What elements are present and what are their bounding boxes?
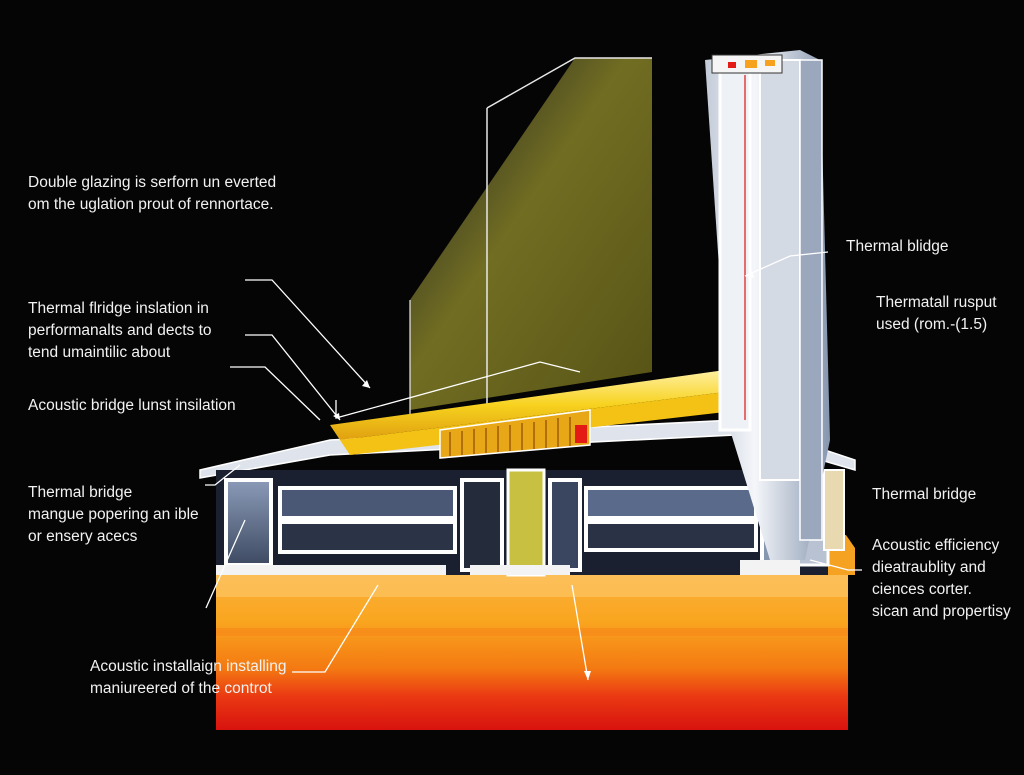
leader-arrowheads — [333, 271, 754, 680]
label-thermal-bridge-right: Thermal bridge — [872, 486, 977, 503]
label-thermatall-rusput: Thermatall rusput used (rom.-(1.5) — [876, 294, 997, 333]
label-thermal-bridge-left: Thermal bridge mangue popering an ible o… — [28, 484, 199, 545]
glass-pane — [409, 57, 652, 452]
leader-lines — [205, 251, 862, 681]
label-acoustic-bridge: Acoustic bridge lunst insilation — [28, 397, 236, 414]
vertical-frame-post — [705, 50, 830, 560]
yellow-insulation-strips — [330, 370, 725, 459]
label-acoustic-efficiency: Acoustic efficiency dieatraublity and ci… — [872, 537, 1011, 620]
label-double-glazing: Double glazing is serforn un everted om … — [28, 174, 277, 213]
label-thermal-blidge: Thermal blidge — [846, 238, 949, 255]
label-acoustic-installaign: Acoustic installaign installing maniuree… — [90, 658, 287, 697]
label-thermal-fridge-inslation: Thermal flridge inslation in performanal… — [28, 300, 212, 361]
